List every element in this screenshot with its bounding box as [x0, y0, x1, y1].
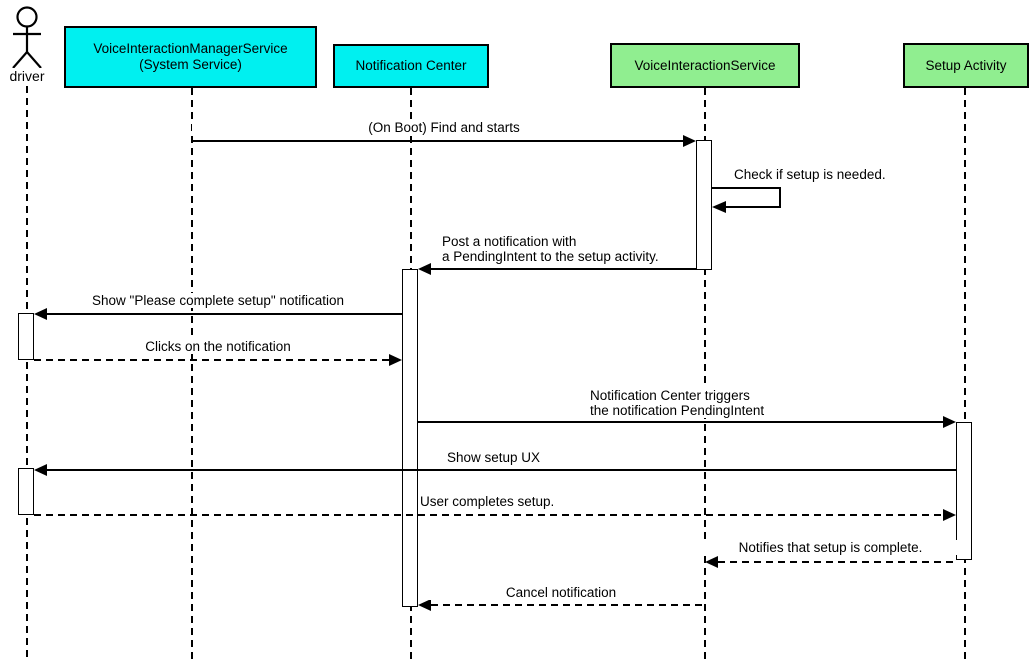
- activation-setup-activity: [956, 422, 972, 560]
- lifeline-driver: [26, 86, 28, 662]
- activation-driver-1: [18, 313, 34, 360]
- actor-driver-label: driver: [0, 68, 60, 84]
- lifeline-voice-interaction-manager-service: [191, 88, 193, 662]
- lifeline-setup-activity: [964, 88, 966, 662]
- message-label-trigger-pendingintent: Notification Center triggers the notific…: [588, 388, 767, 418]
- message-line-post-notification: [430, 268, 696, 270]
- arrowhead-right-icon: [389, 354, 402, 366]
- message-line-user-completes-setup: [34, 514, 945, 516]
- participant-voice-interaction-manager-service: VoiceInteractionManagerService (System S…: [64, 26, 317, 88]
- activation-voice-interaction-service: [696, 140, 712, 270]
- arrowhead-left-icon: [34, 464, 47, 476]
- self-message-check-setup-icon: [712, 187, 781, 213]
- message-line-show-setup-ux: [46, 469, 956, 471]
- message-label-on-boot: (On Boot) Find and starts: [192, 120, 696, 135]
- arrowhead-left-icon: [34, 308, 47, 320]
- message-label-check-setup: Check if setup is needed.: [732, 167, 888, 182]
- message-line-show-setup-notification: [46, 313, 402, 315]
- lifeline-voice-interaction-service: [704, 88, 706, 662]
- activation-notification-center: [402, 269, 418, 607]
- message-line-setup-complete: [718, 561, 956, 563]
- activation-driver-2: [18, 468, 34, 515]
- message-label-clicks-notification: Clicks on the notification: [34, 339, 402, 354]
- message-line-on-boot: [192, 140, 685, 142]
- actor-driver-icon: [12, 6, 42, 69]
- arrowhead-right-icon: [943, 509, 956, 521]
- message-line-trigger-pendingintent: [418, 421, 945, 423]
- arrowhead-right-icon: [943, 416, 956, 428]
- arrowhead-left-icon: [418, 599, 431, 611]
- message-label-user-completes-setup: User completes setup.: [418, 494, 557, 509]
- message-line-clicks-notification: [34, 359, 391, 361]
- participant-voice-interaction-service: VoiceInteractionService: [610, 43, 800, 88]
- arrowhead-left-icon: [705, 556, 718, 568]
- message-label-post-notification: Post a notification with a PendingIntent…: [440, 234, 661, 264]
- message-label-setup-complete: Notifies that setup is complete.: [704, 540, 957, 555]
- participant-notification-center: Notification Center: [333, 44, 489, 88]
- participant-setup-activity: Setup Activity: [903, 43, 1029, 88]
- arrowhead-right-icon: [683, 135, 696, 147]
- message-label-cancel-notification: Cancel notification: [418, 585, 704, 600]
- message-label-show-setup-notification: Show "Please complete setup" notificatio…: [34, 293, 402, 308]
- arrowhead-left-icon: [418, 263, 431, 275]
- message-label-show-setup-ux: Show setup UX: [445, 450, 543, 465]
- message-line-cancel-notification: [431, 604, 704, 606]
